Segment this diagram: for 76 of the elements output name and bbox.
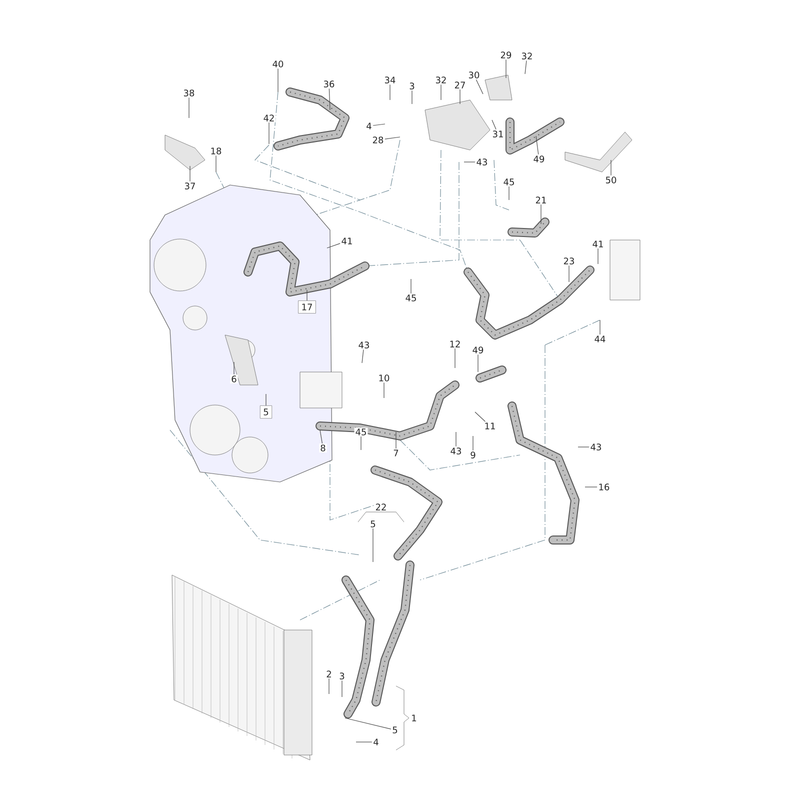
- leader-line: [268, 122, 270, 144]
- leader-line: [360, 436, 362, 450]
- callout-number: 49: [532, 154, 546, 164]
- leader-line: [540, 204, 542, 224]
- callout-number: 43: [589, 442, 603, 452]
- callout-number: 1: [410, 714, 418, 722]
- leader-line: [524, 60, 527, 74]
- leader-line: [584, 486, 598, 488]
- callout-number: 2: [325, 670, 333, 678]
- callout-number: 28: [371, 136, 385, 144]
- leader-line: [410, 278, 412, 294]
- callout-number: 50: [604, 176, 618, 184]
- leader-line: [472, 436, 474, 451]
- callout-number: 18: [209, 146, 223, 156]
- callout-number: 30: [467, 70, 481, 80]
- leader-line: [326, 243, 340, 248]
- leader-line: [610, 160, 612, 176]
- callout-number: 45: [404, 294, 418, 302]
- leader-line: [188, 97, 190, 118]
- callout-number: 41: [591, 240, 605, 248]
- callout-number: 45: [502, 178, 516, 186]
- leader-line: [306, 290, 308, 301]
- callout-number: 31: [491, 130, 505, 138]
- callout-number: 21: [534, 196, 548, 204]
- callout-number: 37: [183, 182, 197, 190]
- leader-line: [384, 136, 400, 140]
- leader-line: [320, 430, 323, 444]
- callout-number: 7: [392, 448, 400, 458]
- leader-line: [476, 79, 484, 94]
- callout-number: 3: [408, 82, 416, 90]
- callout-number: 34: [383, 76, 397, 84]
- leader-line: [474, 412, 486, 422]
- callout-box: 17: [298, 300, 316, 314]
- leader-line: [362, 349, 364, 364]
- callout-number: 16: [597, 482, 611, 492]
- leader-line: [372, 124, 386, 126]
- callout-number: 44: [593, 334, 607, 344]
- callout-number: 43: [449, 446, 463, 456]
- callout-number: 29: [499, 50, 513, 60]
- callout-number: 22: [374, 502, 388, 512]
- callout-number: 38: [182, 88, 196, 98]
- leader-line: [578, 446, 590, 448]
- callout-number: 4: [365, 122, 373, 130]
- callout-box: 5: [260, 405, 272, 419]
- callout-number: 4: [372, 738, 380, 746]
- leader-line: [492, 120, 496, 130]
- callout-number: 5: [369, 520, 377, 528]
- callout-number: 45: [354, 428, 368, 436]
- callout-number: 12: [448, 340, 462, 348]
- callout-number: 9: [469, 450, 477, 460]
- callout-number: 42: [262, 114, 276, 122]
- leader-line: [568, 265, 570, 282]
- callout-number: 36: [322, 80, 336, 88]
- callout-number: 43: [475, 158, 489, 166]
- leader-line: [508, 186, 510, 200]
- leader-line: [536, 136, 539, 155]
- leader-line: [372, 528, 374, 562]
- leader-line: [328, 88, 330, 110]
- callout-number: 5: [391, 726, 399, 734]
- leader-line: [344, 718, 392, 730]
- callout-number: 11: [483, 422, 497, 430]
- callout-number: 40: [271, 60, 285, 68]
- callout-number: 43: [357, 340, 371, 350]
- callout-number: 41: [340, 236, 354, 246]
- leader-line: [454, 348, 456, 368]
- callout-number: 6: [230, 374, 238, 384]
- leader-line: [328, 678, 330, 694]
- callout-number: 27: [453, 80, 467, 90]
- callout-number: 8: [319, 444, 327, 452]
- callout-number: 23: [562, 256, 576, 266]
- leader-line: [440, 84, 442, 100]
- callout-number: 32: [520, 52, 534, 60]
- callout-number: 10: [377, 374, 391, 382]
- callout-number: 3: [338, 672, 346, 680]
- callout-number: 32: [434, 76, 448, 84]
- callout-number: 49: [471, 346, 485, 354]
